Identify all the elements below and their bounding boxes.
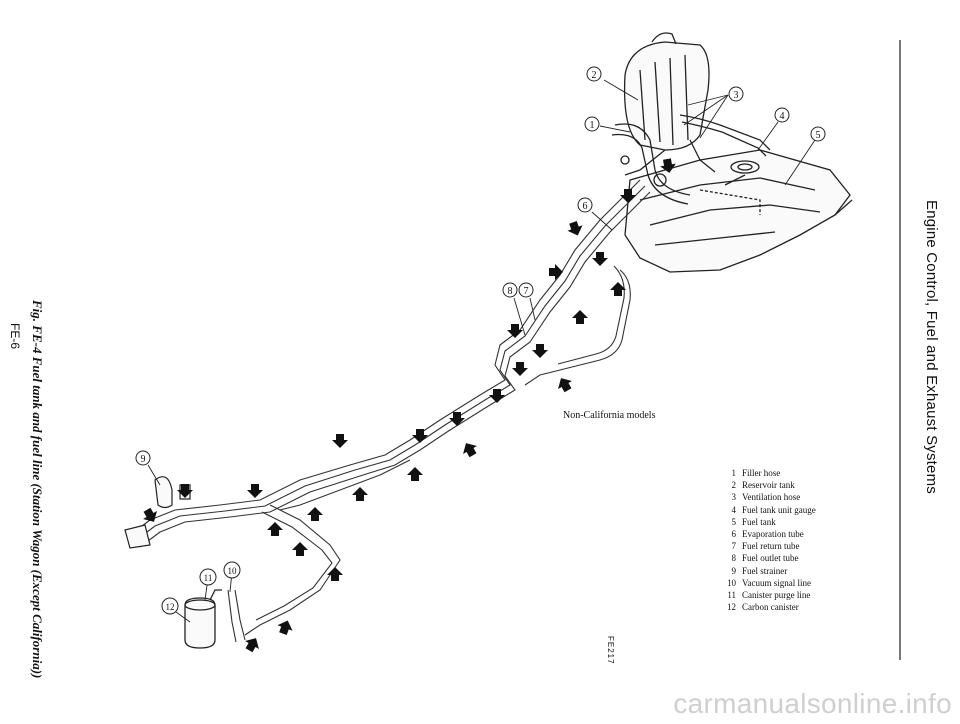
legend-number: 10 <box>727 577 736 588</box>
callout-8: 8 <box>502 282 518 298</box>
legend-label: Vacuum signal line <box>742 577 811 588</box>
legend-item: 7 Fuel return tube <box>720 540 816 552</box>
legend-label: Fuel outlet tube <box>742 553 799 564</box>
legend-label: Carbon canister <box>742 602 799 613</box>
callout-leaders <box>147 79 816 623</box>
callout-markers: 2 1 3 4 5 6 8 7 <box>135 66 826 615</box>
reservoir-tank-drawing <box>623 32 710 151</box>
legend-item: 5 Fuel tank <box>720 516 816 528</box>
callout-7: 7 <box>518 282 534 298</box>
legend-label: Fuel return tube <box>742 541 800 552</box>
legend-number: 9 <box>731 565 737 576</box>
callout-11-text: 11 <box>204 573 213 583</box>
callout-5-text: 5 <box>816 130 821 141</box>
legend-label: Canister purge line <box>742 590 811 601</box>
legend-number: 12 <box>727 602 736 613</box>
legend-number: 8 <box>731 553 737 564</box>
callout-9-text: 9 <box>141 454 146 465</box>
legend-item: 12 Carbon canister <box>720 601 816 613</box>
callout-1: 1 <box>584 116 600 132</box>
legend-number: 11 <box>727 590 736 601</box>
callout-3-text: 3 <box>734 90 739 101</box>
parts-legend: 1 Filler hose 2 Reservoir tank 3 Ventilatio… <box>720 467 816 613</box>
legend-item: 11 Canister purge line <box>720 589 816 601</box>
callout-6: 6 <box>577 197 593 213</box>
fuel-tank-drawing <box>624 149 853 273</box>
flow-arrows <box>140 157 678 655</box>
figure-caption: Fig. FE-4 Fuel tank and fuel line (Stati… <box>30 300 45 679</box>
legend-number: 7 <box>731 541 737 552</box>
legend-label: Evaporation tube <box>742 529 804 540</box>
region-label: Non-California models <box>563 410 656 421</box>
page-number: FE-6 <box>8 323 22 350</box>
carbon-canister-drawing <box>184 589 222 649</box>
figure-code: FE217 <box>606 636 615 665</box>
callout-2: 2 <box>586 66 602 82</box>
legend-item: 3 Ventilation hose <box>720 491 816 503</box>
legend-number: 5 <box>731 516 737 527</box>
callout-12-text: 12 <box>166 602 175 612</box>
callout-5: 5 <box>810 126 826 142</box>
legend-label: Fuel tank unit gauge <box>742 504 816 515</box>
legend-label: Ventilation hose <box>742 492 801 503</box>
callout-7-text: 7 <box>524 286 529 297</box>
legend-item: 2 Reservoir tank <box>720 479 816 491</box>
legend-number: 2 <box>731 480 737 491</box>
legend-item: 10 Vacuum signal line <box>720 577 816 589</box>
fuel-strainer-drawing <box>124 476 191 549</box>
callout-6-text: 6 <box>583 201 588 212</box>
legend-label: Filler hose <box>742 468 781 478</box>
legend-number: 4 <box>731 504 737 515</box>
callout-10-text: 10 <box>228 566 238 576</box>
callout-4-text: 4 <box>780 111 785 122</box>
filler-and-ventilation-hoses <box>611 114 771 205</box>
legend-item: 6 Evaporation tube <box>720 528 816 540</box>
callout-3: 3 <box>728 86 744 102</box>
watermark: carmanualsonline.info <box>673 688 952 719</box>
fuel-tube-bundle <box>129 179 651 643</box>
legend-item: 8 Fuel outlet tube <box>720 552 816 564</box>
legend-number: 3 <box>731 492 737 503</box>
callout-10: 10 <box>223 561 241 579</box>
callout-1-text: 1 <box>590 120 595 131</box>
callout-11: 11 <box>199 568 217 586</box>
callout-8-text: 8 <box>508 286 513 297</box>
legend-item: 4 Fuel tank unit gauge <box>720 504 816 516</box>
callout-12: 12 <box>161 597 179 615</box>
legend-item: 9 Fuel strainer <box>720 565 816 577</box>
legend-label: Reservoir tank <box>742 480 795 491</box>
callout-4: 4 <box>774 107 790 123</box>
section-title: Engine Control, Fuel and Exhaust Systems <box>923 200 940 494</box>
legend-number: 6 <box>731 529 737 540</box>
legend-item: 1 Filler hose <box>720 467 816 479</box>
callout-9: 9 <box>135 450 151 466</box>
legend-number: 1 <box>731 468 737 478</box>
callout-2-text: 2 <box>592 70 597 81</box>
legend-label: Fuel tank <box>742 516 776 527</box>
legend-label: Fuel strainer <box>742 565 788 576</box>
